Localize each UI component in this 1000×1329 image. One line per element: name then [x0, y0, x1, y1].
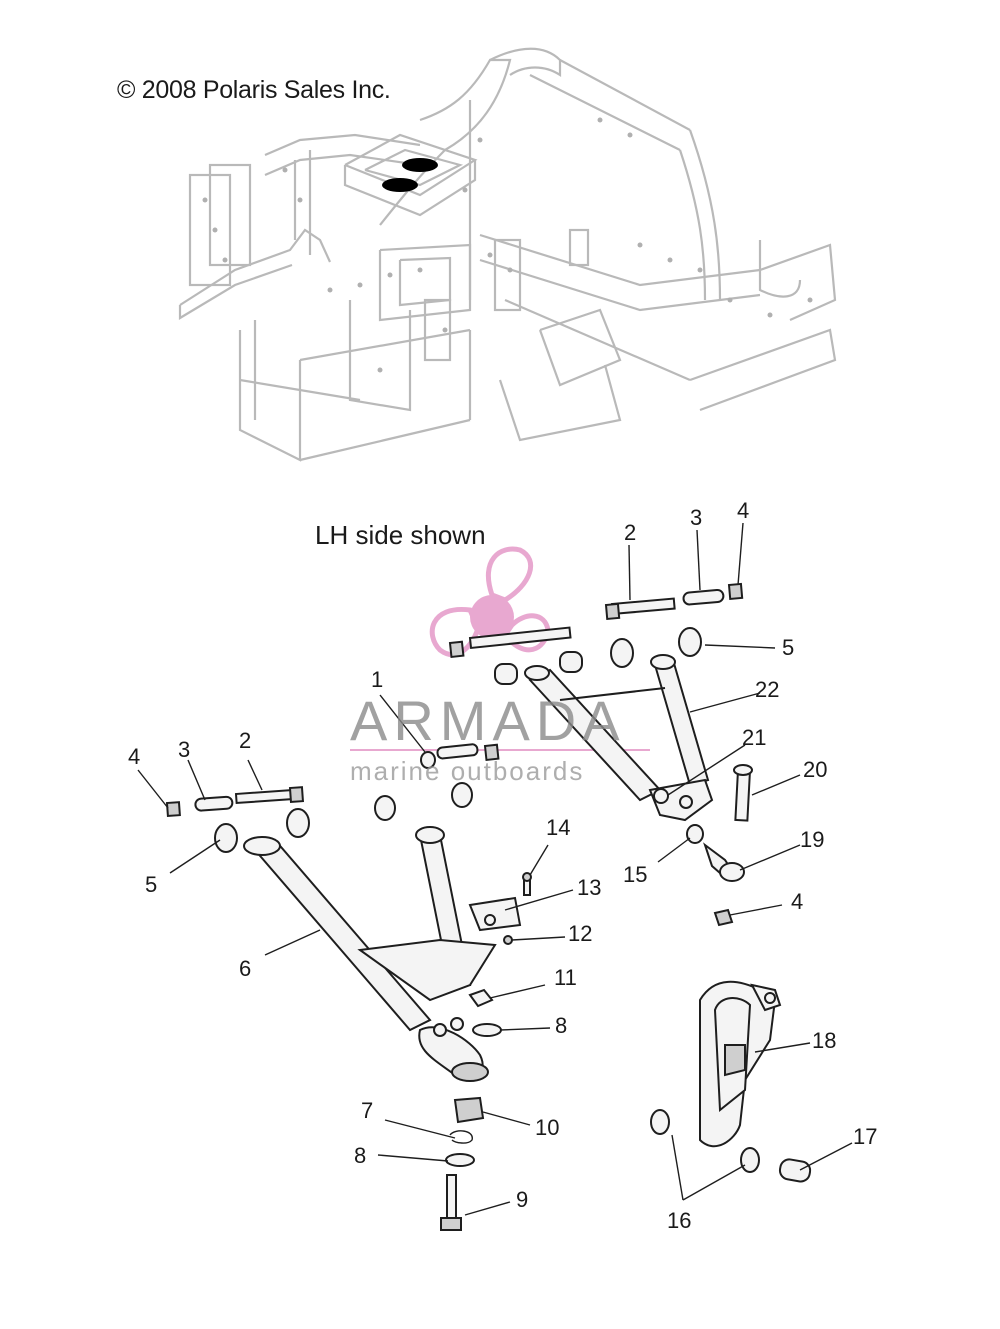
- callout-19: 19: [800, 827, 824, 852]
- side-note: LH side shown: [315, 520, 486, 550]
- callout-2-left: 2: [239, 728, 251, 753]
- callout-21: 21: [742, 725, 766, 750]
- chassis-rivets: [202, 117, 813, 373]
- callout-20: 20: [803, 757, 827, 782]
- callout-4-right: 4: [737, 498, 749, 523]
- copyright-notice: © 2008 Polaris Sales Inc.: [117, 76, 391, 104]
- callout-3-left: 3: [178, 737, 190, 762]
- callout-2-right: 2: [624, 520, 636, 545]
- callout-3-right: 3: [690, 505, 702, 530]
- callout-6: 6: [239, 956, 251, 981]
- callout-14: 14: [546, 815, 570, 840]
- callout-16: 16: [667, 1208, 691, 1233]
- upper-front-hardware: [448, 626, 583, 685]
- leader-lines: [137, 522, 853, 1216]
- callout-18: 18: [812, 1028, 836, 1053]
- upper-a-arm: [524, 654, 714, 822]
- callout-4-nut: 4: [791, 889, 803, 914]
- callout-9: 9: [516, 1187, 528, 1212]
- callout-22: 22: [755, 677, 779, 702]
- chassis-frame: [178, 47, 837, 462]
- callout-1: 1: [371, 667, 383, 692]
- callout-10: 10: [535, 1115, 559, 1140]
- watermark-tagline: marine outboards: [350, 756, 585, 786]
- lower-front-hardware: [165, 786, 310, 853]
- callout-8-upper: 8: [555, 1013, 567, 1038]
- lower-a-arm: [243, 826, 497, 1082]
- callout-17: 17: [853, 1124, 877, 1149]
- callout-8-lower: 8: [354, 1143, 366, 1168]
- callout-4-left: 4: [128, 744, 140, 769]
- watermark-brand: ARMADA: [350, 689, 626, 752]
- callout-11: 11: [554, 965, 577, 990]
- small-parts: [440, 764, 812, 1231]
- callout-12: 12: [568, 921, 592, 946]
- callout-5-right: 5: [782, 635, 794, 660]
- callout-7: 7: [361, 1098, 373, 1123]
- callout-13: 13: [577, 875, 601, 900]
- spindle: [699, 980, 782, 1148]
- callout-15: 15: [623, 862, 647, 887]
- callout-labels: 1 2 3 4 2 3 4 5 5 6 7 8 8 9 10 11 12 13 …: [128, 498, 877, 1233]
- lower-rear-hardware: [374, 743, 500, 821]
- callout-5-left: 5: [145, 872, 157, 897]
- upper-rear-hardware: [604, 582, 744, 668]
